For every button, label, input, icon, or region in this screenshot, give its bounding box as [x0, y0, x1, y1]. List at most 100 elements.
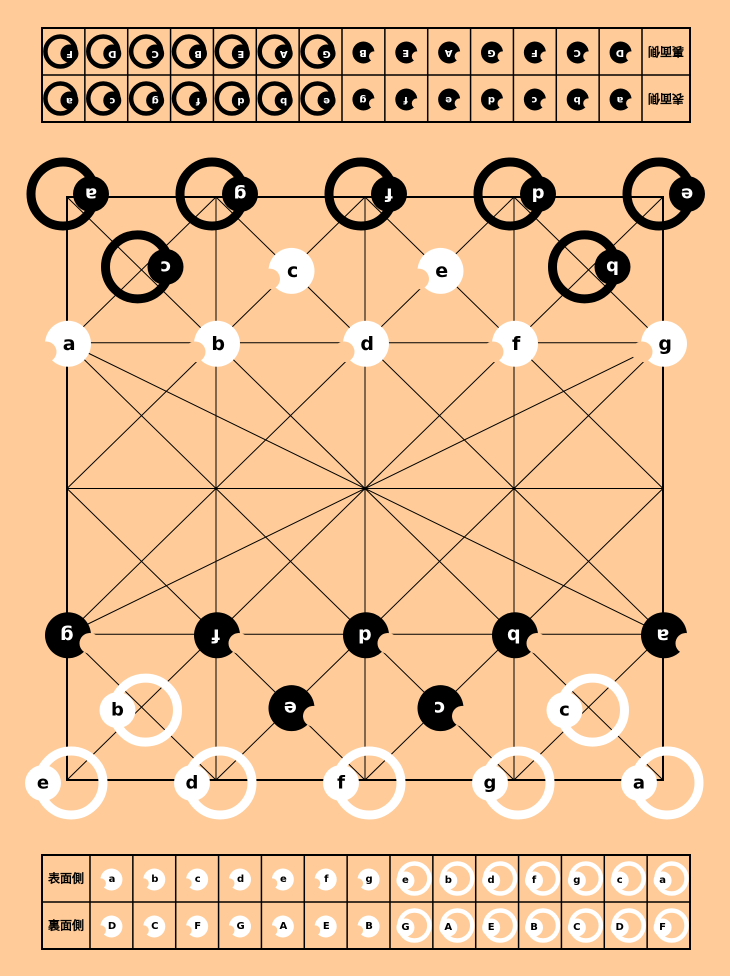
white-disc-piece: f [482, 320, 538, 367]
piece-label: d [237, 874, 244, 885]
black-ring-piece: e [622, 157, 705, 231]
piece-label: g [573, 875, 580, 886]
piece-label: E [323, 921, 330, 932]
piece-label: f [195, 95, 200, 106]
piece-label: B [359, 47, 367, 58]
piece-label: F [66, 48, 73, 59]
piece-label: a [85, 184, 97, 205]
table-ring-piece: g [128, 81, 165, 116]
table-ring-piece: E [214, 34, 250, 69]
table-ring-piece: f [525, 861, 561, 896]
piece-label: a [109, 874, 116, 885]
piece-label: d [532, 184, 545, 205]
black-disc-piece: f [194, 612, 250, 659]
table-ring-piece: D [86, 34, 122, 69]
piece-label: c [287, 260, 298, 282]
piece-label: D [616, 47, 624, 58]
piece-label: a [63, 333, 76, 355]
black-ring-piece: b [548, 230, 631, 304]
table-row-header: 裏面側 [47, 918, 84, 933]
piece-label: e [681, 184, 693, 205]
piece-label: d [186, 773, 199, 794]
table-disc-piece: g [353, 868, 380, 891]
piece-label: c [160, 256, 171, 277]
piece-label: a [659, 875, 666, 886]
piece-label: a [656, 624, 669, 646]
black-disc-piece: d [343, 612, 399, 659]
table-disc-piece: G [481, 41, 508, 64]
table-disc-piece: E [395, 41, 422, 64]
piece-label: a [633, 773, 645, 794]
piece-label: A [444, 47, 452, 58]
table-ring-piece: B [171, 34, 207, 69]
piece-label: b [111, 700, 124, 721]
piece-label: b [211, 333, 225, 355]
piece-label: c [109, 95, 115, 106]
white-disc-piece: d [333, 320, 389, 367]
table-ring-piece: f [171, 81, 207, 116]
table-disc-piece: A [267, 915, 294, 938]
piece-label: c [617, 875, 623, 886]
piece-label: b [574, 94, 581, 105]
piece-label: G [322, 48, 330, 59]
piece-label: b [507, 624, 521, 646]
piece-label: g [359, 94, 366, 105]
black-disc-piece: a [641, 612, 697, 659]
piece-label: f [385, 184, 393, 205]
black-disc-piece: g [45, 612, 101, 659]
table-ring-piece: e [300, 81, 336, 116]
white-disc-piece: c [259, 247, 315, 294]
black-disc-piece: c [417, 685, 473, 732]
white-disc-piece: g [631, 320, 687, 367]
table-ring-piece: C [567, 908, 604, 943]
piece-label: d [488, 875, 495, 886]
table-disc-piece: B [352, 41, 379, 64]
black-disc-piece: e [268, 685, 324, 732]
piece-label: e [323, 95, 330, 106]
piece-label: f [337, 773, 345, 794]
piece-label: F [194, 921, 201, 932]
white-ring-piece: g [472, 746, 555, 820]
piece-label: b [151, 874, 158, 885]
table-ring-piece: a [43, 81, 79, 116]
piece-label: C [573, 922, 580, 933]
table-disc-piece: B [353, 915, 380, 938]
piece-label: b [445, 875, 452, 886]
piece-label: E [488, 922, 495, 933]
table-ring-piece: F [653, 908, 689, 943]
table-ring-piece: C [128, 34, 165, 69]
piece-label: B [365, 921, 373, 932]
black-ring-piece: d [473, 157, 556, 231]
table-ring-piece: a [653, 861, 689, 896]
piece-label: e [445, 94, 452, 105]
table-ring-piece: E [482, 908, 518, 943]
piece-label: f [403, 94, 408, 105]
table-ring-piece: A [439, 908, 475, 943]
piece-label: D [108, 921, 116, 932]
table-ring-piece: b [439, 861, 475, 896]
white-ring-piece: d [174, 746, 257, 820]
piece-label: e [435, 260, 448, 282]
board-grid [66, 196, 664, 781]
table-disc-piece: F [523, 41, 551, 64]
piece-label: A [280, 921, 288, 932]
table-disc-piece: b [138, 868, 166, 891]
table-row-header: 裏面側 [648, 45, 685, 60]
piece-label: d [488, 94, 495, 105]
piece-label: d [237, 95, 244, 106]
piece-label: A [444, 922, 452, 933]
piece-label: d [360, 333, 374, 355]
table-ring-piece: d [482, 861, 518, 896]
white-disc-piece: b [184, 320, 240, 367]
table-ring-piece: D [610, 908, 646, 943]
table-row-header: 表面側 [648, 92, 685, 107]
piece-label: G [401, 922, 409, 933]
piece-label: f [211, 624, 220, 646]
table-disc-piece: d [224, 868, 251, 891]
table-disc-piece: F [181, 915, 209, 938]
piece-label: C [151, 921, 158, 932]
piece-label: c [531, 94, 537, 105]
